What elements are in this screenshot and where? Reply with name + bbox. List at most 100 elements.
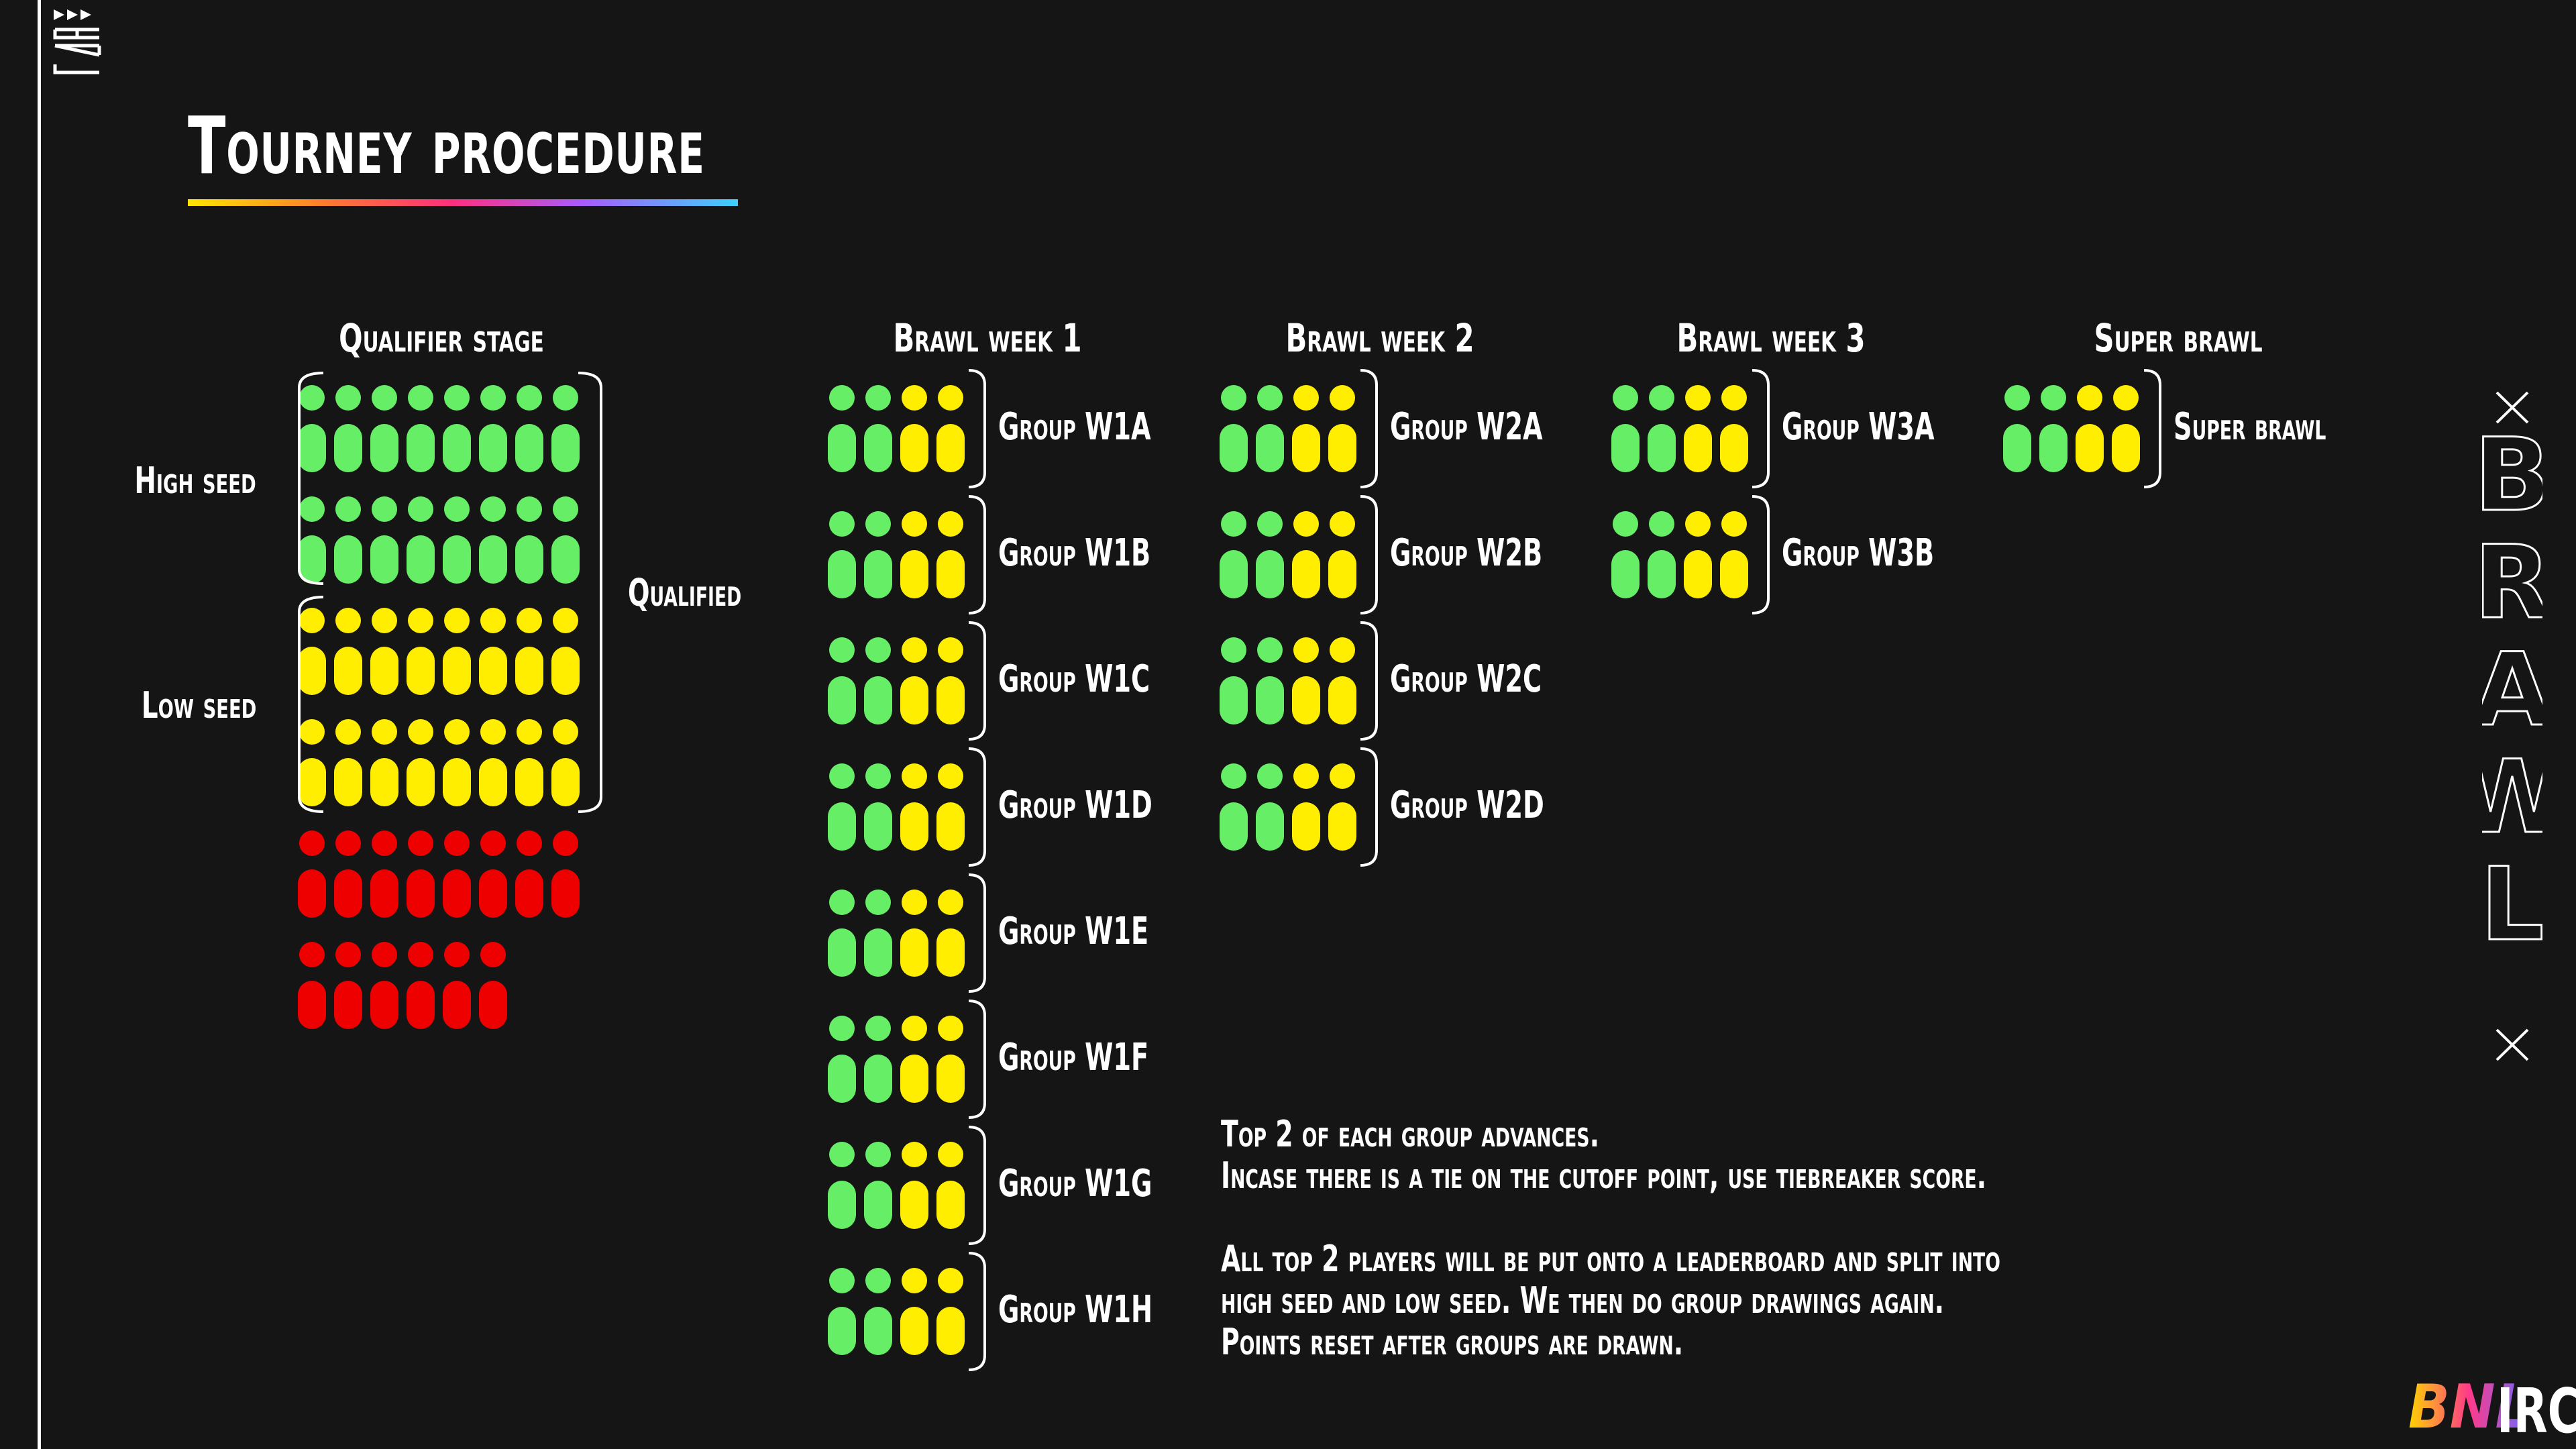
player-icon (551, 719, 580, 806)
group-label: Group W1G (998, 1162, 1152, 1205)
player-icon (1328, 763, 1356, 851)
bracket-line (968, 369, 986, 488)
player-icon (298, 942, 326, 1029)
player-icon (370, 830, 398, 918)
brawl-letter: A (2482, 632, 2542, 749)
player-icon (828, 763, 856, 851)
bracket-line (1752, 369, 1770, 488)
player-icon (828, 1268, 856, 1355)
bracket-line (1360, 621, 1378, 741)
player-icon (828, 385, 856, 472)
header-brawl-week-1: Brawl week 1 (893, 315, 1082, 361)
brawl-letter: R (2482, 525, 2542, 641)
bracket-line (298, 372, 324, 585)
bracket-line (968, 1252, 986, 1371)
note-line-4: high seed and low seed. We then do group… (1221, 1279, 1945, 1322)
player-icon (443, 496, 471, 584)
note-line-5: Points reset after groups are drawn. (1221, 1321, 1684, 1363)
irc-label: IRC (2497, 1375, 2576, 1447)
player-icon (1256, 385, 1284, 472)
title-underline (188, 199, 738, 206)
player-icon (551, 830, 580, 918)
player-icon (407, 942, 435, 1029)
bracket-line (968, 495, 986, 614)
player-icon (443, 385, 471, 472)
player-icon (479, 608, 507, 695)
player-icon (936, 1016, 965, 1103)
player-icon (828, 637, 856, 724)
player-icon (443, 719, 471, 806)
player-icon (443, 608, 471, 695)
player-icon (479, 385, 507, 472)
player-icon (515, 496, 543, 584)
player-icon (1292, 763, 1320, 851)
player-icon (407, 719, 435, 806)
player-icon (443, 942, 471, 1029)
player-icon (936, 637, 965, 724)
player-icon (900, 385, 928, 472)
player-icon (1328, 637, 1356, 724)
bracket-line (1360, 747, 1378, 867)
player-icon (864, 385, 892, 472)
player-icon (936, 763, 965, 851)
player-icon (1648, 511, 1676, 598)
player-icon (900, 1268, 928, 1355)
bracket-line (1752, 495, 1770, 614)
player-icon (370, 496, 398, 584)
x-bottom-icon (2496, 1028, 2529, 1061)
group-label: Group W3B (1782, 531, 1935, 575)
player-icon (298, 496, 326, 584)
bracket-line (968, 747, 986, 867)
player-icon (515, 608, 543, 695)
group-label: Super brawl (2174, 405, 2326, 449)
player-icon (828, 1142, 856, 1229)
player-icon (407, 830, 435, 918)
player-icon (479, 830, 507, 918)
label-qualified: Qualified (628, 572, 742, 615)
player-icon (864, 890, 892, 977)
brawl-letter: W (2482, 739, 2542, 856)
bnl-corner-logo-icon (53, 9, 101, 74)
player-icon (900, 511, 928, 598)
player-icon (2112, 385, 2140, 472)
player-icon (515, 385, 543, 472)
page-title: Tourney procedure (188, 99, 705, 192)
player-icon (1648, 385, 1676, 472)
bracket-line (578, 372, 602, 813)
group-label: Group W2D (1390, 784, 1544, 827)
player-icon (1256, 511, 1284, 598)
player-icon (1220, 511, 1248, 598)
group-label: Group W1B (998, 531, 1151, 575)
player-icon (298, 830, 326, 918)
player-icon (864, 1142, 892, 1229)
group-label: Group W1E (998, 910, 1149, 953)
player-icon (1611, 511, 1640, 598)
player-icon (936, 385, 965, 472)
player-icon (936, 511, 965, 598)
group-label: Group W3A (1782, 405, 1935, 449)
left-border-line (38, 0, 41, 1449)
player-icon (900, 637, 928, 724)
player-icon (828, 1016, 856, 1103)
player-icon (407, 496, 435, 584)
player-icon (1292, 637, 1320, 724)
header-qualifier-stage: Qualifier stage (339, 315, 544, 361)
player-icon (479, 942, 507, 1029)
player-icon (1292, 511, 1320, 598)
bracket-line (968, 1126, 986, 1245)
bnl-logo: BNL (2408, 1372, 2530, 1442)
player-icon (2003, 385, 2031, 472)
bracket-line (2143, 369, 2161, 488)
player-icon (864, 511, 892, 598)
label-high-seed: High seed (134, 460, 256, 502)
player-icon (407, 608, 435, 695)
bracket-line (968, 1000, 986, 1119)
player-icon (1292, 385, 1320, 472)
label-low-seed: Low seed (141, 684, 257, 727)
player-icon (1220, 385, 1248, 472)
player-icon (443, 830, 471, 918)
bracket-line (968, 621, 986, 741)
player-icon (1684, 385, 1712, 472)
